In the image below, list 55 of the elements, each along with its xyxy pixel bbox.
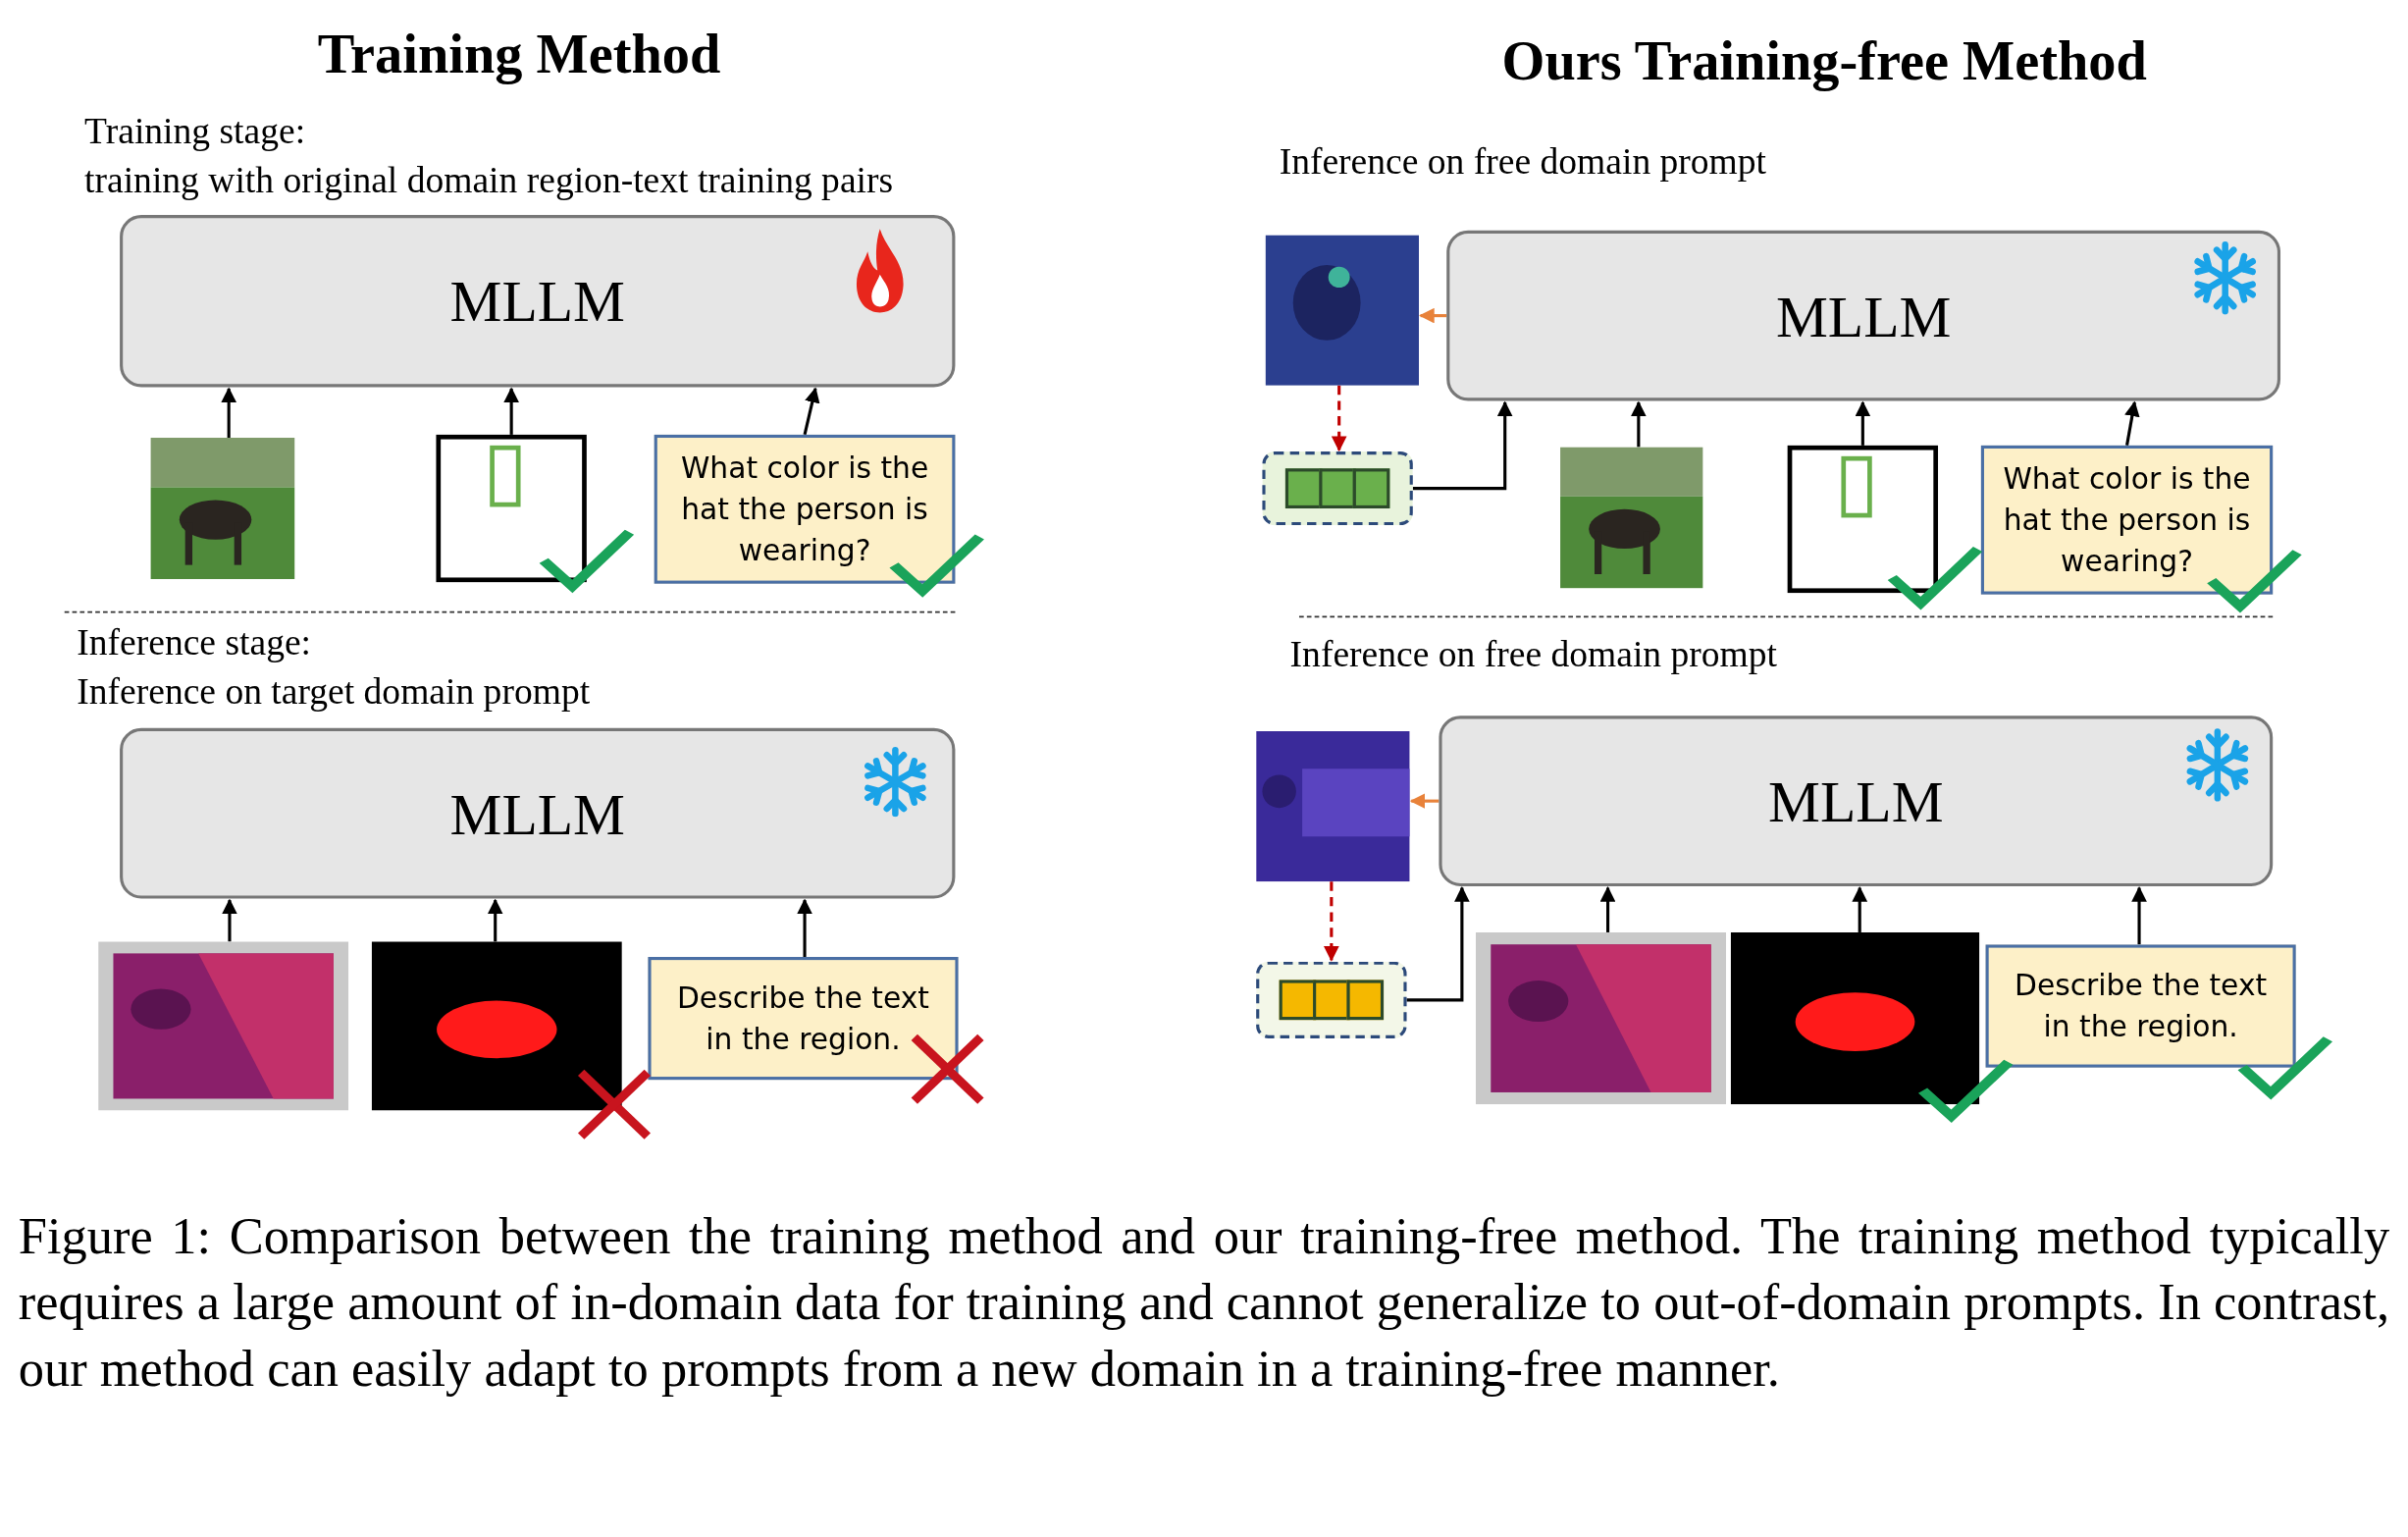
- caption: Figure 1: Comparison between the training method and our training-free method. The training method typically requires a large amount of in-domain data for training and cannot generalize to out-of-domain prompts. In contrast, our method can easily adapt to prompts from a new domain in a training-free manner.: [18, 1206, 2390, 1399]
- prompt-text: What color is the hat the person is wearing?: [679, 449, 930, 569]
- stage-label: Inference on free domain prompt: [1289, 634, 1777, 676]
- arrow: [487, 898, 503, 942]
- arrow: [221, 387, 236, 439]
- arrow: [803, 387, 820, 436]
- model-label: MLLM: [1775, 282, 1952, 350]
- region-box: [436, 434, 587, 583]
- prompt-box: [648, 957, 959, 1081]
- prompt-box: [1980, 445, 2274, 595]
- prompt-text: Describe the text in the region.: [2014, 966, 2269, 1045]
- stage-label: training with original domain region-text training pairs: [84, 159, 894, 201]
- attention-map-image: [1256, 730, 1410, 882]
- heading: Ours Training-free Method: [1501, 29, 2147, 94]
- arrow: [1331, 385, 1347, 452]
- photo: [1475, 931, 1727, 1105]
- arrow: [2124, 400, 2140, 447]
- token-bar: [1262, 451, 1413, 526]
- arrow: [1412, 400, 1513, 491]
- token-bar: [1256, 961, 1407, 1038]
- arrow: [1852, 886, 1868, 932]
- stage-label: Training stage:: [84, 110, 306, 152]
- arrow: [222, 898, 237, 942]
- arrow: [1419, 307, 1447, 324]
- model-label: MLLM: [449, 779, 625, 848]
- arrow: [1631, 400, 1647, 448]
- arrow: [1406, 886, 1470, 1002]
- photo: [98, 941, 349, 1111]
- prompt-text: What color is the hat the person is wearing?: [2002, 459, 2252, 580]
- photo: [1560, 447, 1703, 589]
- arrow: [1324, 881, 1339, 962]
- prompt-box: [1985, 944, 2296, 1068]
- model-box: [1439, 716, 2274, 886]
- heading: Training Method: [317, 22, 721, 86]
- photo: [150, 438, 295, 579]
- arrow: [503, 387, 519, 435]
- prompt-box: [654, 434, 956, 584]
- model-box: [1446, 230, 2281, 401]
- prompt-text: Describe the text in the region.: [675, 979, 930, 1058]
- model-label: MLLM: [449, 267, 625, 336]
- arrow: [1409, 793, 1440, 809]
- stage-label: Inference on free domain prompt: [1279, 141, 1767, 184]
- arrow: [797, 898, 812, 957]
- model-box: [120, 215, 956, 388]
- model-box: [120, 727, 956, 899]
- arrow: [2131, 886, 2147, 945]
- mask-image: [371, 941, 622, 1111]
- stage-label: Inference stage:: [77, 621, 312, 664]
- arrow: [1855, 400, 1871, 446]
- model-label: MLLM: [1768, 768, 1944, 835]
- mask-image: [1730, 931, 1980, 1105]
- attention-map-image: [1265, 235, 1420, 386]
- stage-label: Inference on target domain prompt: [77, 670, 591, 714]
- region-box: [1787, 445, 1939, 594]
- arrow: [1599, 886, 1616, 932]
